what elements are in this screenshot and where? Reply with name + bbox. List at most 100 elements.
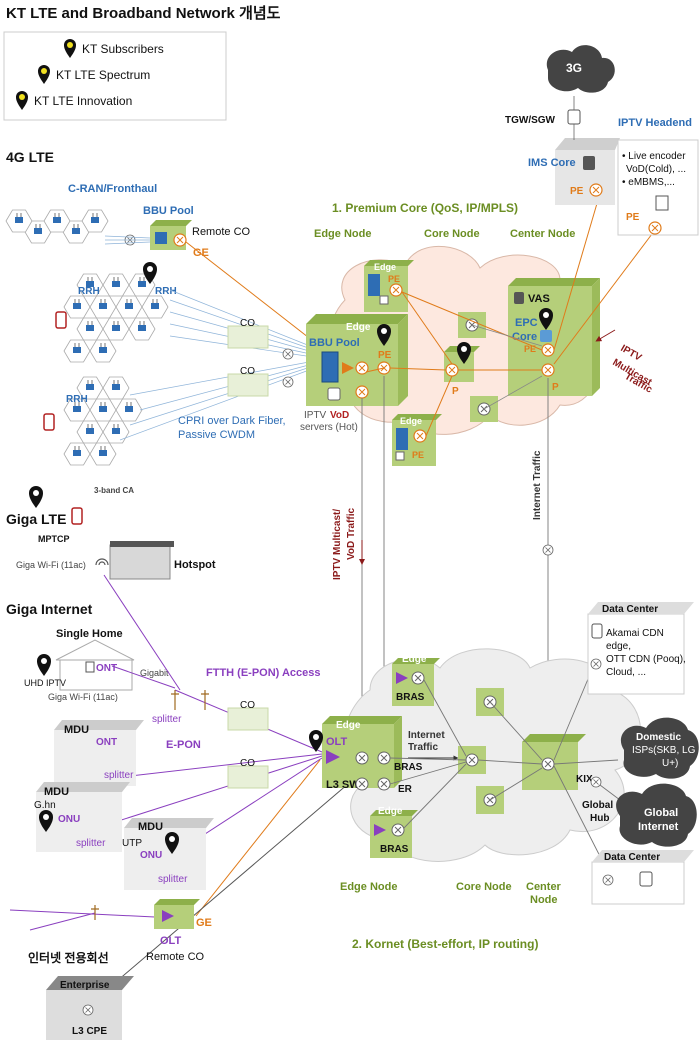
olt-icon xyxy=(326,750,340,764)
remote-olt-label: OLT xyxy=(160,935,181,947)
epc-label: EPC xyxy=(515,317,538,329)
kornet-edge-router-3-icon xyxy=(355,777,369,791)
top-center-node-label: Center Node xyxy=(510,228,575,240)
iptv-vod-label-1: IPTV xyxy=(304,410,327,421)
ims-db-icon xyxy=(583,156,595,170)
iptv-vod-label-2: VoD xyxy=(330,410,349,421)
internet-traffic-vertical: Internet Traffic xyxy=(532,450,543,520)
co-label-3: CO xyxy=(240,700,255,711)
mdu2-label: MDU xyxy=(44,786,69,798)
enterprise-label: Enterprise xyxy=(60,980,110,991)
edge-lower-server-icon xyxy=(396,428,408,450)
epon-label: E-PON xyxy=(166,739,201,751)
home-roof xyxy=(55,639,135,661)
co2-node-icon xyxy=(282,376,294,388)
tgw-db-icon xyxy=(567,109,581,125)
co-box-3 xyxy=(227,707,269,731)
ghn-label: G.hn xyxy=(34,800,56,811)
core-mpls-links xyxy=(365,199,656,437)
hotspot-label: Hotspot xyxy=(174,559,216,571)
l3sw-label: L3 SW xyxy=(326,779,360,791)
kix-label: KIX xyxy=(576,774,593,785)
dc-line-4: Cloud, ... xyxy=(606,667,646,678)
global-internet-line-1: Global xyxy=(644,807,678,819)
bras-bottom-router-icon xyxy=(391,823,405,837)
splitter-label-2: splitter xyxy=(104,770,134,781)
dc-top-router-icon xyxy=(590,658,602,670)
hotspot-shelter xyxy=(109,544,171,580)
headend-line-1: • Live encoder xyxy=(622,151,686,162)
headend-line-3: • eMBMS,... xyxy=(622,177,675,188)
global-internet-line-2: Internet xyxy=(638,821,679,833)
tgw-label: TGW/SGW xyxy=(505,115,556,126)
remote-co-bottom-label: Remote CO xyxy=(146,951,205,963)
headend-pe-label: PE xyxy=(626,212,640,223)
cpri-label: CPRI over Dark Fiber, xyxy=(178,415,286,427)
kornet-bras-label: BRAS xyxy=(394,762,423,773)
dc-bottom-db-icon xyxy=(639,871,653,887)
data-center-bottom-label: Data Center xyxy=(604,852,660,863)
domestic-isp-line-2: ISPs(SKB, LG xyxy=(632,745,696,756)
remote-co-top-label: Remote CO xyxy=(192,226,251,238)
phone-icon-1 xyxy=(55,311,67,329)
ims-core-label: IMS Core xyxy=(528,157,576,169)
mdu1-label: MDU xyxy=(64,724,89,736)
section-4g-lte: 4G LTE xyxy=(6,149,54,165)
epc-db-icon xyxy=(540,330,552,342)
headend-pe-router-icon xyxy=(648,221,662,235)
leased-line-label: 인터넷 전용회선 xyxy=(28,950,109,965)
edge-upper-label: Edge xyxy=(374,262,396,272)
mdu2-onu-label: ONU xyxy=(58,814,80,825)
home-ont-label: ONT xyxy=(96,663,117,674)
section-giga-lte: Giga LTE xyxy=(6,511,66,527)
ims-pe-label: PE xyxy=(570,186,584,197)
wifi-icon xyxy=(95,558,109,566)
co-label-1: CO xyxy=(240,318,255,329)
co-box-4 xyxy=(227,765,269,789)
single-home-label: Single Home xyxy=(56,628,123,640)
kornet-internet-traffic-2: Traffic xyxy=(408,742,438,753)
bras-bottom-label: BRAS xyxy=(380,844,409,855)
bbu-pool-remote-label: BBU Pool xyxy=(143,205,194,217)
data-center-top-box xyxy=(587,613,685,695)
vertical-multicast-line-1: IPTV Multicast/ xyxy=(332,509,343,580)
global-hub-line-1: Global xyxy=(582,800,613,811)
internet-traffic-node-icon xyxy=(542,544,554,556)
dc-line-2: edge, xyxy=(606,641,631,652)
mdu3-onu-label: ONU xyxy=(140,850,162,861)
domestic-isp-line-1: Domestic xyxy=(636,732,681,743)
bottom-core-node-label: Core Node xyxy=(456,881,512,893)
l3cpe-label: L3 CPE xyxy=(72,1026,107,1037)
bras-top-edge-label: Edge xyxy=(402,654,427,665)
mptcp-label: MPTCP xyxy=(38,534,70,544)
ftth-label: FTTH (E-PON) Access xyxy=(206,667,321,679)
iptv-headend-label: IPTV Headend xyxy=(618,117,692,129)
edge-lower-pe-label: PE xyxy=(412,450,424,460)
mdu1-ont-label: ONT xyxy=(96,737,117,748)
bbu-server-icon xyxy=(321,351,339,383)
cwdm-label: Passive CWDM xyxy=(178,429,255,441)
3g-cloud xyxy=(546,45,615,93)
bras-bottom-edge-label: Edge xyxy=(378,806,403,817)
epc-core-label: Core xyxy=(512,331,537,343)
co1-node-icon xyxy=(282,348,294,360)
edge-upper-router-icon xyxy=(389,283,403,297)
ge-remote-link xyxy=(185,241,323,349)
vas-label: VAS xyxy=(528,293,550,305)
core-p-label: P xyxy=(452,386,459,397)
remote-olt-icon xyxy=(162,910,174,922)
gigabit-label: Gigabit xyxy=(140,668,169,678)
headend-line-2: VoD(Cold), ... xyxy=(626,164,686,175)
headend-server-icon xyxy=(655,195,669,211)
dc-bottom-router-icon xyxy=(602,874,614,886)
home-wifi-label: Giga Wi-Fi (11ac) xyxy=(48,692,118,702)
dc-line-1: Akamai CDN xyxy=(606,628,664,639)
co-box-1 xyxy=(227,325,269,349)
top-edge-node-label: Edge Node xyxy=(314,228,371,240)
edge-lower-router-icon xyxy=(413,429,427,443)
co-label-4: CO xyxy=(240,758,255,769)
vod-server-icon xyxy=(327,387,341,401)
3g-label: 3G xyxy=(566,61,582,75)
co-label-2: CO xyxy=(240,366,255,377)
